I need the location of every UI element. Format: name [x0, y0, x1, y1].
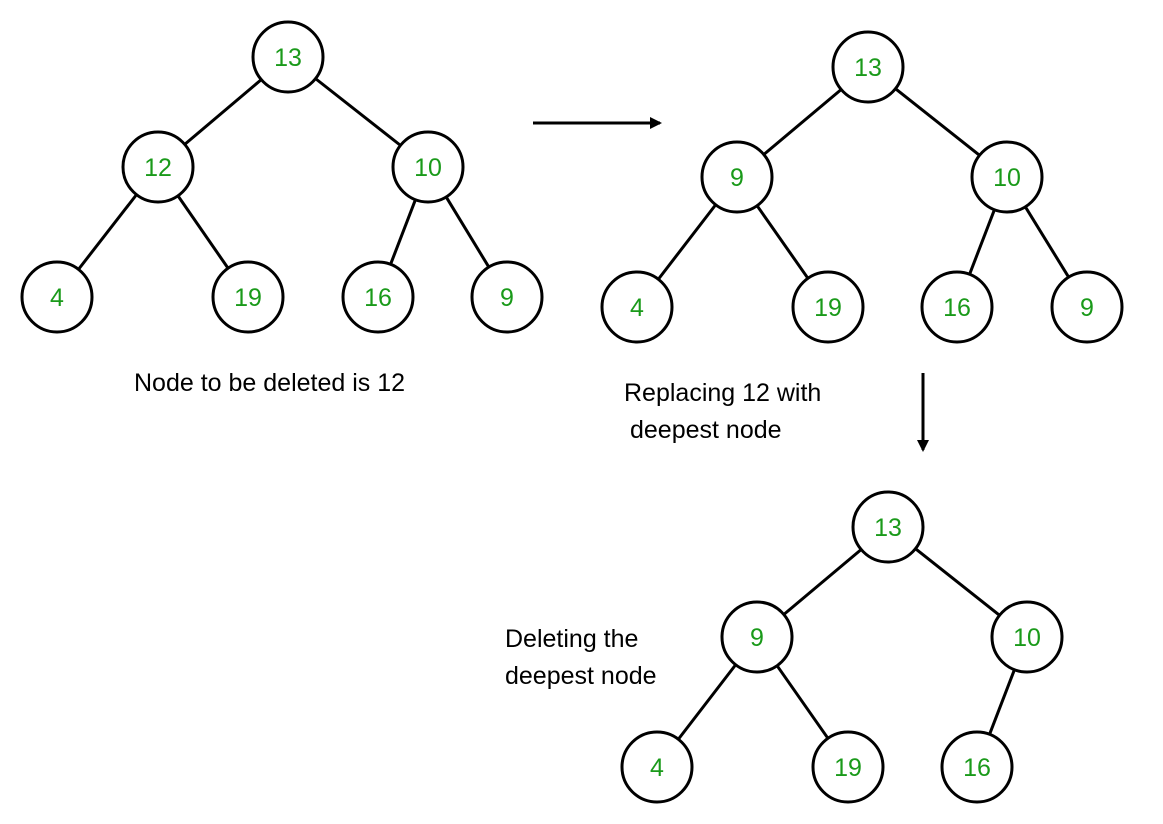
node-value: 12: [144, 154, 172, 182]
node-value: 13: [854, 54, 882, 82]
tree-edge: [77, 193, 138, 271]
node-value: 19: [834, 754, 862, 782]
node-circle: [211, 260, 285, 334]
node-circle: [970, 140, 1044, 214]
node-value: 19: [814, 294, 842, 322]
tree-node: 19: [791, 270, 865, 344]
node-value: 4: [630, 294, 644, 322]
node-value: 4: [650, 754, 664, 782]
node-circle: [251, 20, 325, 94]
tree-edge: [183, 78, 263, 146]
caption-line: deepest node: [505, 662, 657, 690]
tree-edge: [894, 87, 981, 157]
node-circle: [940, 730, 1014, 804]
node-circle: [831, 30, 905, 104]
tree-node: 9: [1050, 270, 1124, 344]
tree-node: 13: [851, 490, 925, 564]
caption-line: deepest node: [630, 416, 782, 444]
tree-edge: [762, 88, 843, 156]
node-value: 16: [943, 294, 971, 322]
node-value: 9: [750, 624, 764, 652]
node-circle: [920, 270, 994, 344]
caption-replacing-deepest: Replacing 12 with deepest node: [624, 375, 821, 449]
tree-edge: [755, 204, 810, 280]
tree-node: 13: [251, 20, 325, 94]
tree-edge: [314, 77, 402, 147]
tree-edge: [444, 196, 491, 268]
tree-node: 10: [391, 130, 465, 204]
node-value: 9: [1080, 294, 1094, 322]
tree-edge: [677, 663, 737, 741]
tree-node: 19: [211, 260, 285, 334]
node-circle: [990, 600, 1064, 674]
node-circle: [720, 600, 794, 674]
node-circle: [700, 140, 774, 214]
node-value: 9: [730, 164, 744, 192]
tree-edge: [968, 209, 996, 275]
caption-line: Replacing 12 with: [624, 379, 822, 407]
node-value: 4: [50, 284, 64, 312]
tree-node: 16: [341, 260, 415, 334]
tree-node: 16: [920, 270, 994, 344]
node-circle: [1050, 270, 1124, 344]
node-circle: [811, 730, 885, 804]
caption-line: Deleting the: [505, 625, 639, 653]
tree-node: 12: [121, 130, 195, 204]
nodes-layer: 13 12 10 4 19 16 9 13 9 10 4 19 16 9 13 9 10 4 19 16: [20, 20, 1124, 804]
tree-node: 10: [990, 600, 1064, 674]
node-circle: [391, 130, 465, 204]
tree-node: 4: [600, 270, 674, 344]
tree-node: 4: [620, 730, 694, 804]
arrows-layer: [533, 117, 929, 452]
tree-edge: [389, 199, 417, 265]
tree-edge: [1024, 206, 1070, 278]
caption-deleting-deepest: Deleting the deepest node: [505, 621, 657, 695]
node-circle: [791, 270, 865, 344]
node-circle: [620, 730, 694, 804]
tree-node: 19: [811, 730, 885, 804]
node-value: 19: [234, 284, 262, 312]
tree-node: 13: [831, 30, 905, 104]
node-circle: [20, 260, 94, 334]
caption-line: Node to be deleted is 12: [134, 369, 406, 397]
node-circle: [851, 490, 925, 564]
tree-edge: [657, 203, 717, 281]
node-value: 13: [874, 514, 902, 542]
tree-edge: [176, 194, 230, 270]
node-circle: [121, 130, 195, 204]
tree-node: 9: [470, 260, 544, 334]
node-circle: [470, 260, 544, 334]
tree-edge: [775, 664, 830, 740]
tree-node: 10: [970, 140, 1044, 214]
tree-node: 16: [940, 730, 1014, 804]
node-value: 13: [274, 44, 302, 72]
node-value: 9: [500, 284, 514, 312]
node-value: 16: [364, 284, 392, 312]
node-circle: [341, 260, 415, 334]
node-value: 16: [963, 754, 991, 782]
tree-edge: [914, 547, 1001, 617]
edges-layer: [77, 77, 1070, 741]
node-value: 10: [414, 154, 442, 182]
tree-edge: [782, 548, 863, 616]
tree-node: 4: [20, 260, 94, 334]
node-circle: [600, 270, 674, 344]
tree-node: 9: [720, 600, 794, 674]
node-value: 10: [993, 164, 1021, 192]
tree-node: 9: [700, 140, 774, 214]
tree-edge: [988, 669, 1016, 735]
node-value: 10: [1013, 624, 1041, 652]
caption-node-to-delete: Node to be deleted is 12: [134, 365, 405, 402]
